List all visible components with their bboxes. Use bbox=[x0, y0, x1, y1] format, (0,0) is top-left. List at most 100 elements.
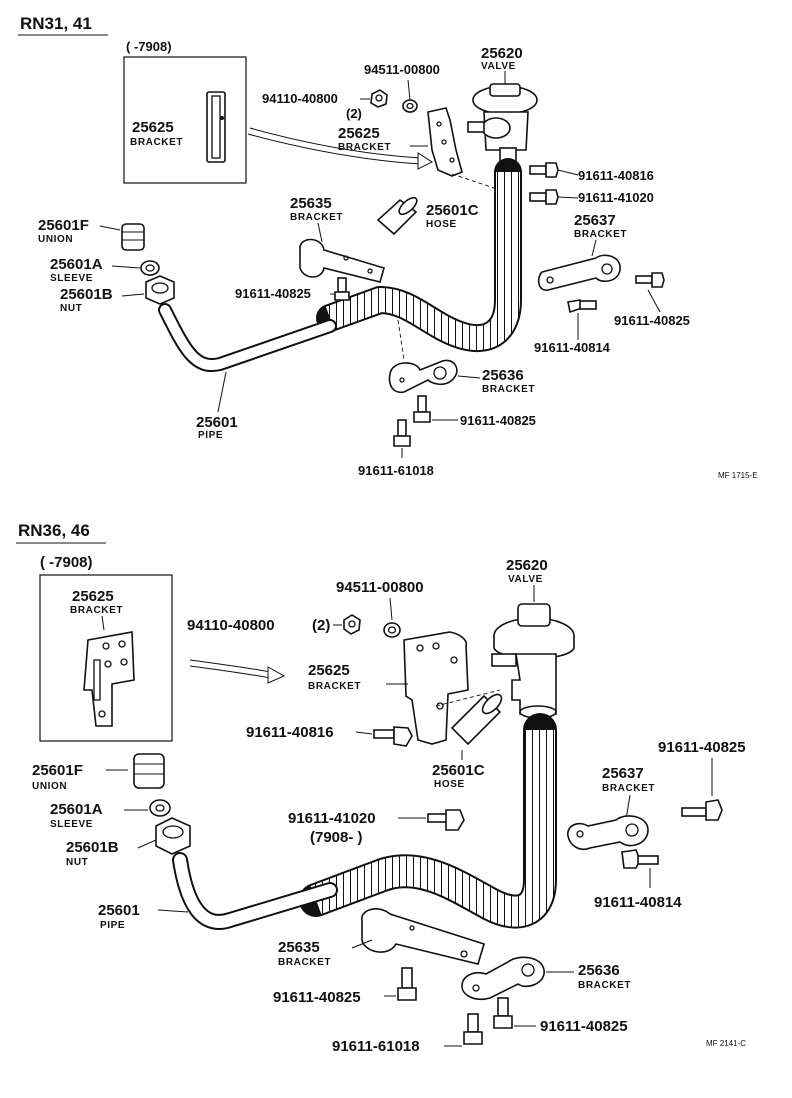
hose-word: HOSE bbox=[434, 779, 465, 790]
inset-arrow-2 bbox=[189, 665, 271, 679]
bolt-40816-label: 91611-40816 bbox=[246, 724, 334, 741]
pipe-25601-part bbox=[160, 305, 335, 371]
bracket-25635-word: BRACKET bbox=[278, 957, 331, 968]
bracket-25637-word: BRACKET bbox=[602, 783, 655, 794]
bracket-25637-part bbox=[537, 254, 621, 291]
bolt-40816-label: 91611-40816 bbox=[578, 168, 654, 183]
inset-bracket-word: BRACKET bbox=[70, 605, 123, 616]
bolt-40825-c-part bbox=[413, 395, 431, 423]
bracket-25625-word: BRACKET bbox=[338, 142, 391, 153]
union-part bbox=[121, 223, 145, 251]
figure-code: MF 2141-C bbox=[706, 1039, 746, 1048]
union-number: 25601F bbox=[38, 217, 89, 234]
bracket-25637-number: 25637 bbox=[602, 765, 644, 782]
washer-part bbox=[370, 89, 388, 108]
bolt-40825-b-label: 91611-40825 bbox=[614, 313, 690, 328]
bracket-25635-word: BRACKET bbox=[290, 212, 343, 223]
bracket-25625-number: 25625 bbox=[308, 662, 350, 679]
nut-number: 94511-00800 bbox=[364, 62, 440, 77]
bolt-40825-b-part bbox=[635, 272, 665, 288]
bolt-40825-a-label: 91611-40825 bbox=[658, 739, 746, 756]
bracket-dash-line bbox=[435, 689, 501, 707]
inset-arrow bbox=[247, 133, 421, 165]
washer-qty: (2) bbox=[312, 617, 330, 634]
union-part bbox=[133, 753, 165, 789]
bracket-25637-word: BRACKET bbox=[574, 229, 627, 240]
valve-number: 25620 bbox=[506, 557, 548, 574]
pipe-25601-part bbox=[174, 854, 336, 928]
sleeve-leader bbox=[111, 265, 141, 269]
bolt-40825-b-label: 91611-40825 bbox=[273, 989, 361, 1006]
bracket-25625-number: 25625 bbox=[338, 125, 380, 142]
bracket-25636-word: BRACKET bbox=[482, 384, 535, 395]
figure-code: MF 1715-E bbox=[718, 471, 758, 480]
bracket-25635-part bbox=[361, 908, 485, 965]
pipe-word: PIPE bbox=[198, 430, 223, 441]
bracket-25637-leader bbox=[591, 239, 597, 257]
washer-number: 94110-40800 bbox=[262, 91, 338, 106]
bracket-dash-line bbox=[451, 173, 501, 191]
section-rn31-41: RN31, 41 ( -7908) 25625 BRACKET 25620 VA… bbox=[18, 14, 758, 480]
nut-25601b-word: NUT bbox=[66, 857, 88, 868]
inset-arrow-2 bbox=[249, 127, 421, 159]
sleeve-number: 25601A bbox=[50, 256, 103, 273]
nut-part bbox=[383, 622, 401, 638]
bolt-61018-label: 91611-61018 bbox=[358, 463, 434, 478]
bracket-25636-number: 25636 bbox=[482, 367, 524, 384]
bolt-40825-b-leader bbox=[647, 289, 661, 313]
inset-bracket-number: 25625 bbox=[72, 588, 114, 605]
inset-bracket-leader bbox=[101, 615, 105, 631]
bolt-40816-leader bbox=[355, 731, 373, 735]
bracket-25637-number: 25637 bbox=[574, 212, 616, 229]
bolt-41020-part bbox=[427, 809, 465, 831]
valve-word: VALVE bbox=[481, 61, 516, 72]
bolt-41020-label: 91611-41020 bbox=[288, 810, 376, 827]
nut-leader bbox=[407, 79, 411, 101]
washer-part bbox=[343, 614, 361, 635]
bolt-40825-a-part bbox=[681, 799, 723, 821]
section-heading: RN36, 46 bbox=[18, 521, 90, 540]
bracket-25636-dash bbox=[397, 319, 405, 361]
pipe-leader bbox=[157, 909, 189, 913]
sleeve-part bbox=[149, 799, 171, 817]
bracket-25635-part bbox=[299, 238, 385, 283]
bracket-25625-part bbox=[403, 631, 469, 745]
inset-arrowhead bbox=[417, 152, 434, 170]
bolt-41020-part bbox=[529, 189, 559, 205]
inset-bracket-part bbox=[206, 91, 226, 163]
bolt-40825-b-part bbox=[397, 967, 417, 1001]
inset-bracket-word: BRACKET bbox=[130, 137, 183, 148]
bolt-61018-part bbox=[463, 1013, 483, 1045]
bolt-61018-part bbox=[393, 419, 411, 447]
inset-frame bbox=[123, 56, 247, 184]
bolt-40825-c-label: 91611-40825 bbox=[460, 413, 536, 428]
union-leader bbox=[99, 225, 121, 231]
nut-25601b-part bbox=[155, 817, 191, 855]
pipe-leader bbox=[217, 371, 227, 413]
washer-qty: (2) bbox=[346, 106, 362, 121]
hose-word: HOSE bbox=[426, 219, 457, 230]
sleeve-word: SLEEVE bbox=[50, 273, 93, 284]
corrugated-hose bbox=[310, 730, 555, 927]
sleeve-part bbox=[140, 260, 160, 276]
hose-number: 25601C bbox=[432, 762, 485, 779]
bracket-25635-number: 25635 bbox=[278, 939, 320, 956]
bolt-40816-part bbox=[529, 162, 559, 178]
bracket-25635-number: 25635 bbox=[290, 195, 332, 212]
inset-arrow bbox=[189, 659, 271, 673]
bolt-40825-a-part bbox=[334, 277, 350, 301]
bracket-25636-leader bbox=[457, 375, 481, 379]
bracket-25625-part bbox=[427, 107, 463, 177]
union-number: 25601F bbox=[32, 762, 83, 779]
bolt-40814-part bbox=[567, 299, 597, 314]
sleeve-word: SLEEVE bbox=[50, 819, 93, 830]
nut-25601b-leader bbox=[137, 839, 157, 849]
inset-arrowhead bbox=[267, 666, 286, 684]
bracket-25636-number: 25636 bbox=[578, 962, 620, 979]
bolt-40825-c-part bbox=[493, 997, 513, 1029]
bolt-41020-leader bbox=[557, 196, 579, 199]
bolt-40816-part bbox=[373, 726, 413, 747]
pipe-word: PIPE bbox=[100, 920, 125, 931]
bolt-40825-a-label: 91611-40825 bbox=[235, 286, 311, 301]
